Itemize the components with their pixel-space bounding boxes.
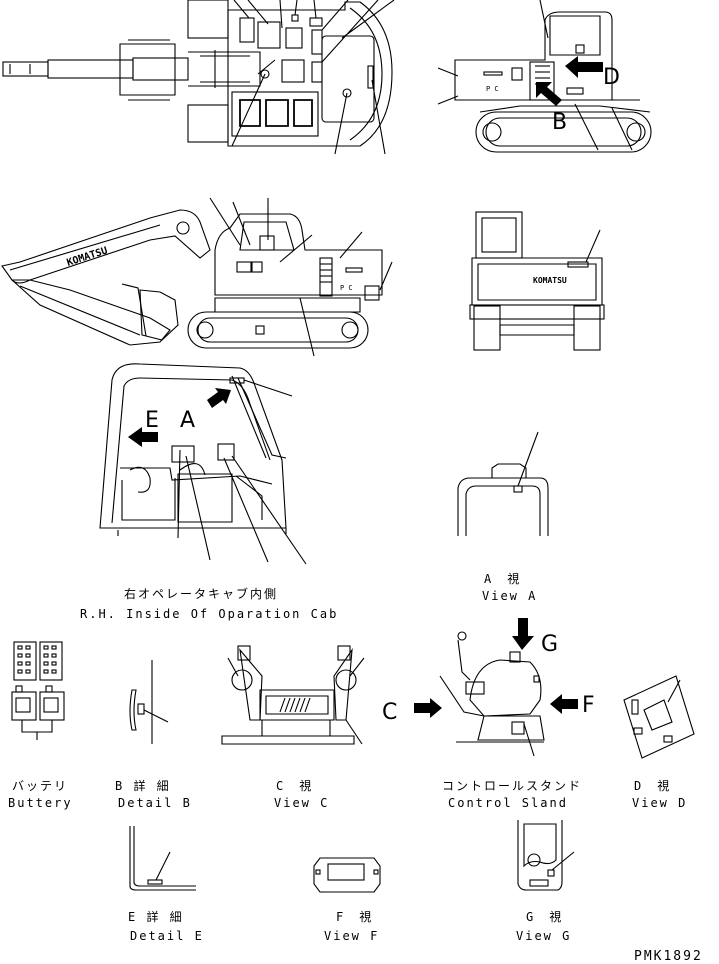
callout-g: G: [541, 632, 558, 657]
control-stand-caption-en: Control Sland: [448, 796, 568, 810]
callout-a: A: [180, 408, 195, 433]
detail-b-caption-en: Detail B: [118, 796, 192, 810]
drawing-code: PMK1892: [634, 949, 703, 964]
svg-text:P C: P C: [340, 284, 353, 292]
view-g-caption-jp: G 視: [526, 909, 563, 924]
detail-b-caption-jp: B 詳 細: [115, 778, 171, 793]
svg-text:P C: P C: [486, 85, 499, 93]
callout-e: E: [145, 408, 159, 433]
control-stand-diagram: [414, 618, 578, 757]
callout-f: F: [582, 693, 595, 718]
battery-caption-jp: バッテリ: [12, 779, 68, 793]
view-a-diagram: [457, 431, 549, 536]
view-c-caption-en: View C: [274, 796, 329, 810]
detail-e-diagram: [129, 826, 196, 891]
view-g-diagram: [517, 820, 575, 891]
callout-c: C: [382, 700, 397, 725]
view-f-caption-jp: F 視: [336, 909, 373, 924]
view-a-caption-en: View A: [482, 589, 537, 603]
svg-text:KOMATSU: KOMATSU: [66, 245, 109, 268]
arrow-e-icon: [128, 427, 158, 447]
machine-side-view-upper-right: P C: [437, 0, 652, 153]
callout-b: B: [552, 110, 567, 135]
arrow-a-icon: [207, 388, 231, 408]
cab-view-caption-jp: 右オペレータキャブ内側: [124, 586, 278, 601]
detail-e-caption-jp: E 詳 細: [128, 909, 184, 924]
arrow-b-icon: [536, 82, 562, 106]
view-a-caption-jp: A 視: [484, 571, 521, 586]
battery-diagram: [11, 641, 65, 740]
view-d-caption-en: View D: [632, 796, 687, 810]
view-g-caption-en: View G: [516, 929, 571, 943]
view-c-caption-jp: C 視: [276, 778, 313, 793]
arrow-c-icon: [414, 698, 442, 718]
view-c-diagram: [221, 645, 365, 745]
machine-rear-view: KOMATSU: [469, 211, 605, 351]
svg-text:KOMATSU: KOMATSU: [533, 276, 567, 285]
cab-interior-view: [99, 363, 307, 565]
machine-top-view: [2, 0, 395, 155]
arrow-d-icon: [565, 56, 603, 78]
arrow-f-icon: [550, 694, 578, 714]
view-f-caption-en: View F: [324, 929, 379, 943]
callout-d: D: [603, 65, 620, 90]
detail-b-diagram: [129, 660, 169, 744]
view-d-diagram: [623, 675, 695, 759]
control-stand-caption-jp: コントロールスタンド: [442, 779, 582, 793]
machine-side-view-middle: KOMATSU P C: [1, 197, 393, 357]
view-d-caption-jp: D 視: [634, 778, 671, 793]
battery-caption-en: Buttery: [8, 796, 73, 810]
arrow-g-icon: [512, 618, 534, 650]
view-f-diagram: [313, 857, 381, 893]
cab-view-caption-en: R.H. Inside Of Oparation Cab: [80, 607, 338, 621]
detail-e-caption-en: Detail E: [130, 929, 204, 943]
